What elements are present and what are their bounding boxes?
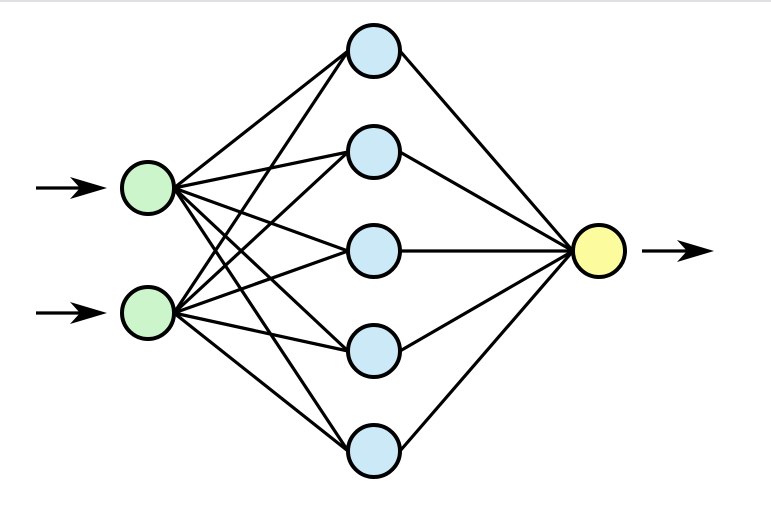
connection-input-2-hidden-4 [173,311,349,353]
connection-input-2-hidden-2 [172,150,350,315]
output-arrow [642,240,714,262]
output-1-node [571,223,627,279]
input-arrow-2-head-icon [70,302,107,324]
connection-input-2-hidden-3 [173,249,349,315]
input-2-node [120,285,176,341]
hidden-4-node [346,323,402,379]
connection-input-1-hidden-4 [172,186,350,353]
connection-hidden-4-output-1 [399,249,574,353]
input-1-node [120,160,176,216]
hidden-3-node [346,223,402,279]
connection-hidden-2-output-1 [399,150,574,253]
window-top-border [0,0,771,2]
input-arrow-1 [36,177,107,199]
input-arrow-2 [36,302,107,324]
connection-hidden-5-output-1 [398,249,575,453]
hidden-5-node [346,423,402,479]
connection-input-2-hidden-5 [173,311,349,453]
connection-input-1-hidden-2 [173,150,349,190]
connection-input-1-hidden-3 [173,186,349,253]
output-arrow-head-icon [677,240,714,262]
hidden-2-node [346,124,402,180]
input-arrow-1-head-icon [70,177,107,199]
connection-input-2-hidden-1 [172,50,350,314]
connection-hidden-1-output-1 [398,49,575,253]
connection-input-1-hidden-1 [173,49,349,190]
hidden-1-node [346,23,402,79]
connection-input-1-hidden-5 [172,187,350,452]
